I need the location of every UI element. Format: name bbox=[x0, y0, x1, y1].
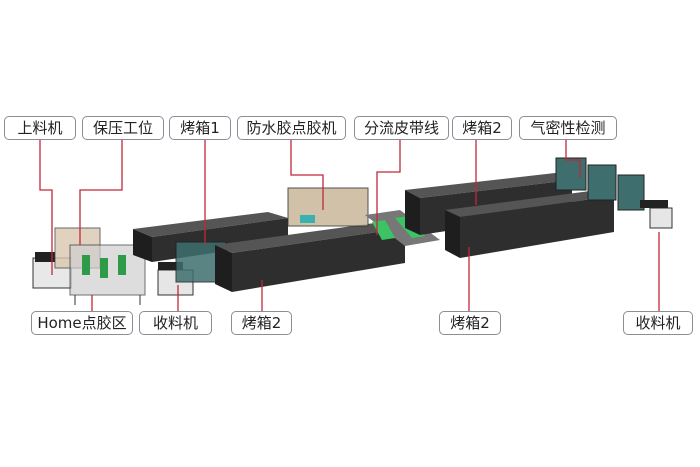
label-airtightness-test: 气密性检测 bbox=[519, 116, 617, 140]
waterproof-dispenser-machine bbox=[287, 187, 369, 227]
unloader-machine-2 bbox=[640, 200, 673, 229]
label-oven1: 烤箱1 bbox=[169, 116, 231, 140]
arrow-waterproof-dispenser bbox=[290, 140, 324, 210]
arrow-loader bbox=[39, 140, 53, 275]
arrow-pressure-station bbox=[79, 140, 123, 245]
label-home-dispensing: Home点胶区 bbox=[31, 311, 133, 335]
oven-2-left bbox=[215, 222, 405, 292]
label-loader: 上料机 bbox=[4, 116, 76, 140]
oven-2-right bbox=[445, 190, 614, 258]
callout-arrows bbox=[39, 140, 660, 311]
arrow-split-belt bbox=[376, 140, 401, 235]
arrow-airtightness bbox=[565, 140, 581, 178]
label-oven2-right: 烤箱2 bbox=[439, 311, 501, 335]
label-split-belt-line: 分流皮带线 bbox=[354, 116, 449, 140]
label-oven2-left: 烤箱2 bbox=[231, 311, 292, 335]
label-unloader-1: 收料机 bbox=[139, 311, 212, 335]
label-oven2-back: 烤箱2 bbox=[452, 116, 512, 140]
home-dispensing-machine bbox=[69, 244, 146, 305]
airtightness-test-machines bbox=[555, 157, 645, 211]
label-unloader-2: 收料机 bbox=[623, 311, 693, 335]
label-pressure-station: 保压工位 bbox=[82, 116, 164, 140]
label-waterproof-dispenser: 防水胶点胶机 bbox=[237, 116, 346, 140]
